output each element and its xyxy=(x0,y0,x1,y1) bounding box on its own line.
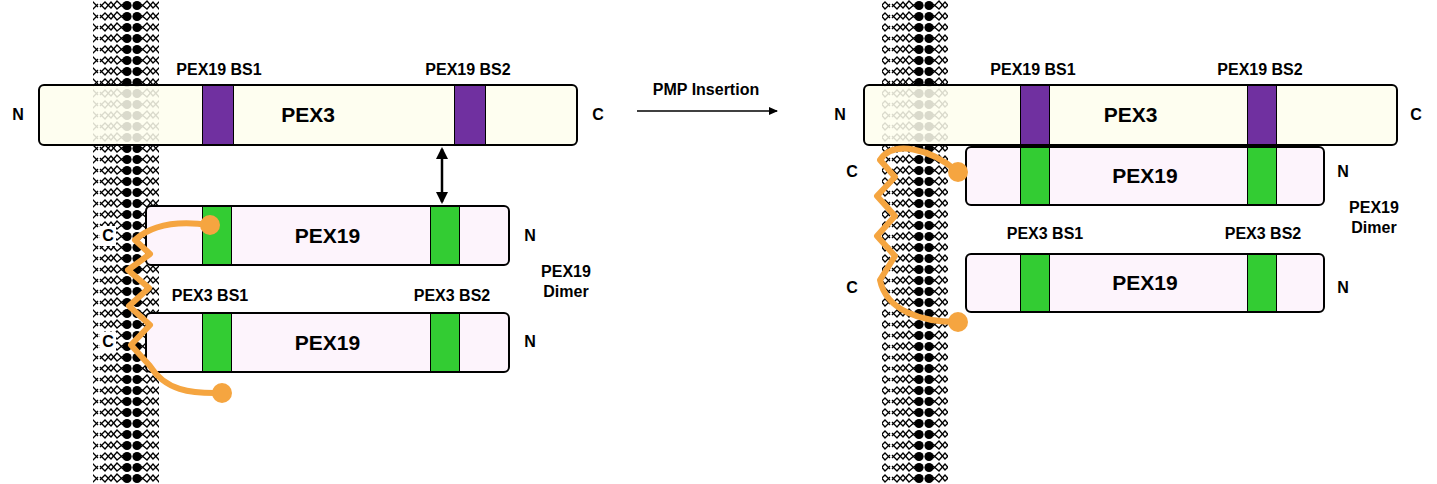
label-box: C xyxy=(100,226,116,246)
protein-name: PEX19 xyxy=(1112,164,1177,188)
label-box: N xyxy=(1337,162,1349,182)
protein-box: PEX19 xyxy=(145,312,510,373)
label-box: PEX19 BS1 xyxy=(990,60,1075,80)
label-box: C xyxy=(1410,105,1422,125)
label-box: PEX19 Dimer xyxy=(1342,198,1406,238)
binding-site xyxy=(1020,86,1050,144)
binding-site xyxy=(430,207,460,264)
protein-name: PEX3 xyxy=(281,103,335,127)
pmp-end xyxy=(200,215,220,235)
annotation-label: N xyxy=(1337,162,1349,182)
label-box: N xyxy=(524,226,536,246)
protein-box: PEX19 xyxy=(145,205,510,266)
annotation-label: C xyxy=(844,162,860,182)
label-box: N xyxy=(524,332,536,352)
label-box: PEX3 BS2 xyxy=(1225,224,1301,244)
binding-site xyxy=(430,314,460,371)
annotation-label: C xyxy=(844,278,860,298)
annotation-label: N xyxy=(834,105,846,125)
label-box: PEX3 BS2 xyxy=(414,286,490,306)
annotation-label: N xyxy=(1337,278,1349,298)
label-box: PMP Insertion xyxy=(653,80,759,100)
annotation-label: PEX3 BS2 xyxy=(1225,224,1301,244)
binding-site xyxy=(1247,148,1277,204)
binding-site xyxy=(202,86,234,144)
annotation-label: PEX19 BS1 xyxy=(990,60,1075,80)
label-box: C xyxy=(592,105,604,125)
pmp-chain xyxy=(877,149,958,322)
annotation-label: PEX19 BS1 xyxy=(176,60,261,80)
annotation-label: PEX19 BS2 xyxy=(1217,60,1302,80)
annotation-label: N xyxy=(12,105,24,125)
label-box: N xyxy=(834,105,846,125)
protein-box: PEX19 xyxy=(965,146,1325,206)
protein-name: PEX3 xyxy=(1104,103,1158,127)
label-box: N xyxy=(1337,278,1349,298)
binding-arrow xyxy=(441,149,444,202)
protein-box: PEX3 xyxy=(38,84,578,146)
label-box: C xyxy=(100,332,116,352)
annotation-label: PEX19 Dimer xyxy=(1342,198,1406,238)
pmp-end xyxy=(948,162,968,182)
annotation-label: N xyxy=(524,226,536,246)
binding-site xyxy=(1020,255,1050,311)
label-box: PEX3 BS1 xyxy=(1007,224,1083,244)
annotation-label: C xyxy=(100,226,116,246)
label-box: N xyxy=(12,105,24,125)
binding-site xyxy=(1020,148,1050,204)
label-box: C xyxy=(844,162,860,182)
binding-site xyxy=(1247,86,1277,144)
binding-site xyxy=(202,314,232,371)
label-box: C xyxy=(844,278,860,298)
annotation-label: C xyxy=(100,332,116,352)
annotation-label: PEX3 BS1 xyxy=(1007,224,1083,244)
protein-box: PEX3 xyxy=(863,84,1398,146)
protein-name: PEX19 xyxy=(295,331,360,355)
pmp-end xyxy=(948,312,968,332)
binding-site xyxy=(202,207,232,264)
pmp-end xyxy=(212,383,232,403)
lipid-bilayer xyxy=(882,0,948,484)
label-box: PEX19 BS2 xyxy=(425,60,510,80)
protein-name: PEX19 xyxy=(1112,271,1177,295)
label-box: PEX19 Dimer xyxy=(534,262,598,302)
annotation-label: N xyxy=(524,332,536,352)
annotation-label: C xyxy=(1410,105,1422,125)
label-box: PEX19 BS1 xyxy=(176,60,261,80)
annotation-label: PMP Insertion xyxy=(653,80,759,100)
protein-name: PEX19 xyxy=(295,224,360,248)
annotation-label: PEX3 BS2 xyxy=(414,286,490,306)
label-box: PEX3 BS1 xyxy=(172,286,248,306)
annotation-label: PEX19 BS2 xyxy=(425,60,510,80)
protein-box: PEX19 xyxy=(965,253,1325,313)
annotation-label: PEX3 BS1 xyxy=(172,286,248,306)
label-box: PEX19 BS2 xyxy=(1217,60,1302,80)
annotation-label: C xyxy=(592,105,604,125)
reaction-arrow xyxy=(637,110,777,112)
annotation-label: PEX19 Dimer xyxy=(534,262,598,302)
binding-site xyxy=(454,86,486,144)
binding-site xyxy=(1247,255,1277,311)
